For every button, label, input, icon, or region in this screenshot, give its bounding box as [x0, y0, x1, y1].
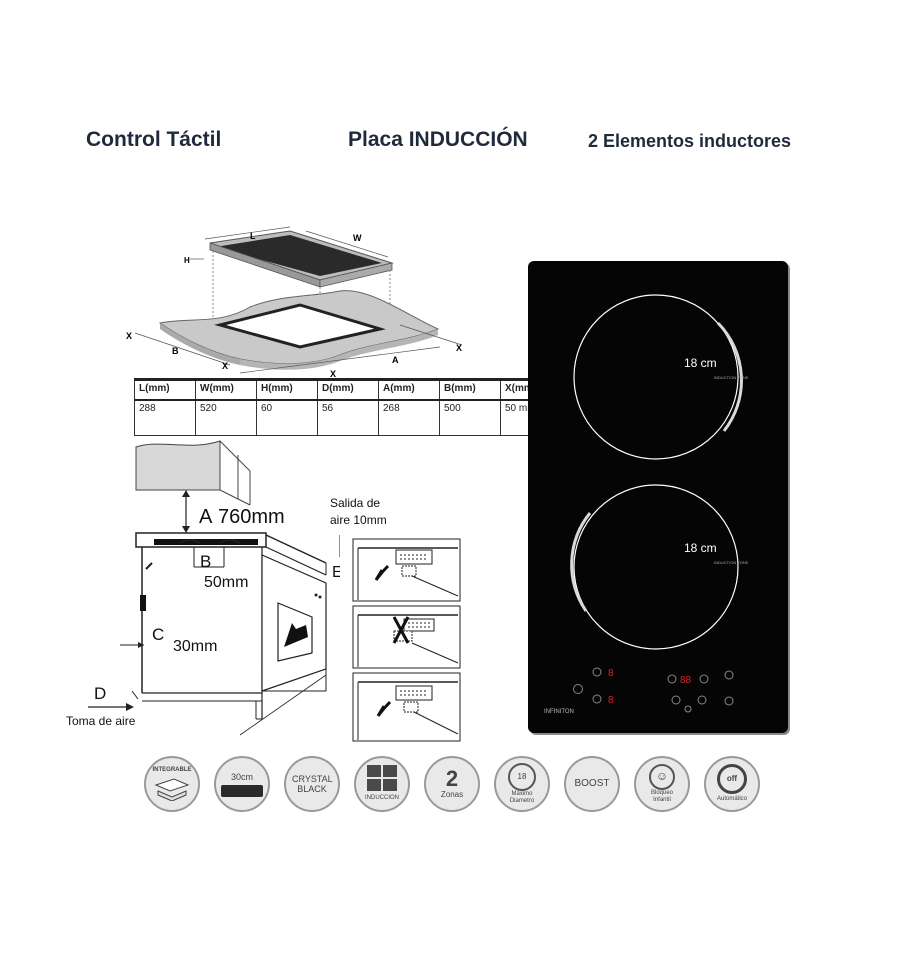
- table-header-cell: W(mm): [195, 378, 257, 401]
- table-cell: 500: [439, 399, 501, 436]
- bloqueo-text: Bloqueo Infantil: [650, 790, 674, 803]
- automatico-icon: off Automático: [704, 756, 760, 812]
- label-h: H: [184, 256, 190, 265]
- display-left-top: 8: [608, 668, 614, 679]
- boost-text: BOOST: [574, 778, 610, 789]
- label-w: W: [353, 233, 362, 243]
- label-b: B: [172, 346, 179, 356]
- zone-bottom-small: INDUCTION ZONE: [714, 560, 749, 565]
- crystal-black-icon: CRYSTAL BLACK: [284, 756, 340, 812]
- integrable-text: INTEGRABLE: [152, 767, 192, 773]
- zonas-number: 2: [445, 766, 459, 791]
- label-b-value: 50mm: [204, 574, 248, 591]
- label-x-bottom: X: [330, 369, 336, 379]
- label-b-letter: B: [200, 552, 211, 571]
- dimensions-values-row: 288 520 60 56 268 500 50 min.: [134, 399, 562, 436]
- dimensions-header-row: L(mm) W(mm) H(mm) D(mm) A(mm) B(mm) X(mm…: [134, 378, 562, 401]
- zone-bottom-label: 18 cm: [684, 541, 717, 555]
- table-cell: 56: [317, 399, 379, 436]
- salida-aire-line1: Salida de: [330, 496, 381, 510]
- label-a-value: 760mm: [218, 506, 285, 528]
- label-x-right: X: [456, 343, 462, 353]
- induccion-icon: INDUCCION: [354, 756, 410, 812]
- installation-diagram: A 760mm B 50mm C 30mm D E: [88, 440, 340, 736]
- header-placa-induccion: Placa INDUCCIÓN: [348, 128, 528, 151]
- label-a-letter: A: [199, 506, 213, 528]
- label-x-left: X: [126, 331, 132, 341]
- brand-label: INFINITON: [544, 709, 574, 715]
- table-header-cell: D(mm): [317, 378, 379, 401]
- zonas-text: Zonas: [440, 790, 464, 799]
- salida-aire-line2: aire 10mm: [330, 513, 387, 527]
- table-cell: 268: [378, 399, 440, 436]
- bloqueo-icon: ☺ Bloqueo Infantil: [634, 756, 690, 812]
- label-e-letter: E: [332, 564, 340, 581]
- table-header-cell: A(mm): [378, 378, 440, 401]
- integrable-icon: INTEGRABLE: [144, 756, 200, 812]
- zone-top-small: INDUCTION ZONE: [714, 375, 749, 380]
- table-cell: 288: [134, 399, 196, 436]
- feature-icons-row: INTEGRABLE 30cm CRYSTAL BLACK INDUCCION …: [140, 752, 780, 822]
- diametro-text: Máximo Diametro: [509, 791, 535, 804]
- crystal-black-text: CRYSTAL BLACK: [292, 774, 333, 794]
- induction-hob: 18 cm INDUCTION ZONE 18 cm INDUCTION ZON…: [528, 261, 788, 733]
- display-left-bottom: 8: [608, 695, 614, 706]
- diametro-number: 18: [508, 763, 536, 791]
- zonas-icon: 2 Zonas: [424, 756, 480, 812]
- isometric-diagram: L W H X B X A X X: [126, 226, 463, 379]
- boost-icon: BOOST: [564, 756, 620, 812]
- induccion-text: INDUCCION: [365, 795, 399, 801]
- label-a: A: [392, 355, 399, 365]
- hob-surface: 18 cm INDUCTION ZONE 18 cm INDUCTION ZON…: [544, 294, 749, 715]
- toma-de-aire-label: Toma de aire: [66, 714, 136, 728]
- dimensions-table: L(mm) W(mm) H(mm) D(mm) A(mm) B(mm) X(mm…: [134, 378, 562, 436]
- zone-top-label: 18 cm: [684, 356, 717, 370]
- 30cm-text: 30cm: [230, 771, 253, 782]
- label-l: L: [250, 231, 256, 241]
- header-elementos-inductores: 2 Elementos inductores: [588, 131, 792, 151]
- label-c-value: 30mm: [173, 638, 217, 655]
- table-header-cell: B(mm): [439, 378, 501, 401]
- label-c-letter: C: [152, 625, 164, 644]
- table-cell: 520: [195, 399, 257, 436]
- cooktop-shape: [154, 778, 190, 802]
- table-header-cell: H(mm): [256, 378, 318, 401]
- label-d-letter: D: [94, 684, 106, 703]
- label-x-bottom-left: X: [222, 361, 228, 371]
- automatico-text: Automático: [716, 796, 747, 802]
- automatico-symbol: off: [716, 764, 747, 794]
- header-control-tactil: Control Táctil: [86, 128, 222, 151]
- ventilation-details: [352, 538, 461, 742]
- table-cell: 60: [256, 399, 318, 436]
- diametro-icon: 18 Máximo Diametro: [494, 756, 550, 812]
- table-header-cell: L(mm): [134, 378, 196, 401]
- 30cm-icon: 30cm: [214, 756, 270, 812]
- display-timer: 88: [680, 675, 692, 686]
